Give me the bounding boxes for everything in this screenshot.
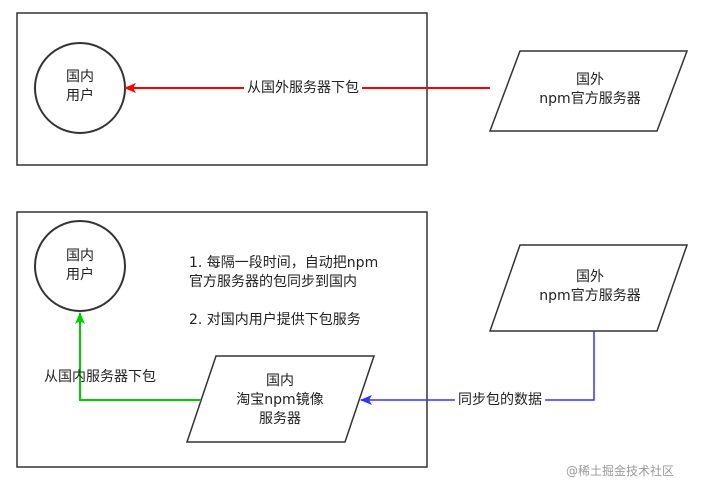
top-edge-label: 从国外服务器下包 xyxy=(244,79,362,98)
bottom-server-label-line2: npm官方服务器 xyxy=(539,288,641,304)
bottom-user-label-line1: 国内 xyxy=(66,248,94,264)
download-label: 从国内服务器下包 xyxy=(44,369,156,385)
blue-sync-arrow xyxy=(360,331,595,405)
bottom-server-label-line1: 国外 xyxy=(576,269,604,285)
sync-label: 同步包的数据 xyxy=(455,391,545,410)
mirror-label-line3: 服务器 xyxy=(259,411,301,427)
notes-line2: 官方服务器的包同步到国内 xyxy=(189,274,357,290)
top-user-label: 国内 用户 xyxy=(50,68,110,106)
mirror-server-label: 国内 淘宝npm镜像 服务器 xyxy=(215,372,345,429)
bottom-container-box xyxy=(16,211,428,468)
bottom-user-label: 国内 用户 xyxy=(50,247,110,285)
mirror-label-line2: 淘宝npm镜像 xyxy=(236,392,324,408)
mirror-label-line1: 国内 xyxy=(266,373,294,389)
bottom-server-parallelogram xyxy=(488,244,689,332)
top-server-label: 国外 npm官方服务器 xyxy=(520,71,660,109)
top-user-label-line2: 用户 xyxy=(66,88,94,104)
top-user-label-line1: 国内 xyxy=(66,69,94,85)
mirror-server-parallelogram xyxy=(185,355,376,443)
bottom-server-label: 国外 npm官方服务器 xyxy=(520,268,660,306)
top-server-label-line2: npm官方服务器 xyxy=(539,91,641,107)
top-server-label-line1: 国外 xyxy=(576,72,604,88)
bottom-user-circle xyxy=(34,220,126,312)
notes-line3: 2. 对国内用户提供下包服务 xyxy=(189,312,361,328)
bottom-user-label-line2: 用户 xyxy=(66,267,94,283)
top-server-parallelogram xyxy=(488,50,689,132)
notes-text: 1. 每隔一段时间，自动把npm 官方服务器的包同步到国内 2. 对国内用户提供… xyxy=(189,254,378,330)
watermark: @稀土掘金技术社区 xyxy=(566,464,675,478)
green-download-arrow xyxy=(75,312,201,401)
notes-line1: 1. 每隔一段时间，自动把npm xyxy=(189,255,379,271)
